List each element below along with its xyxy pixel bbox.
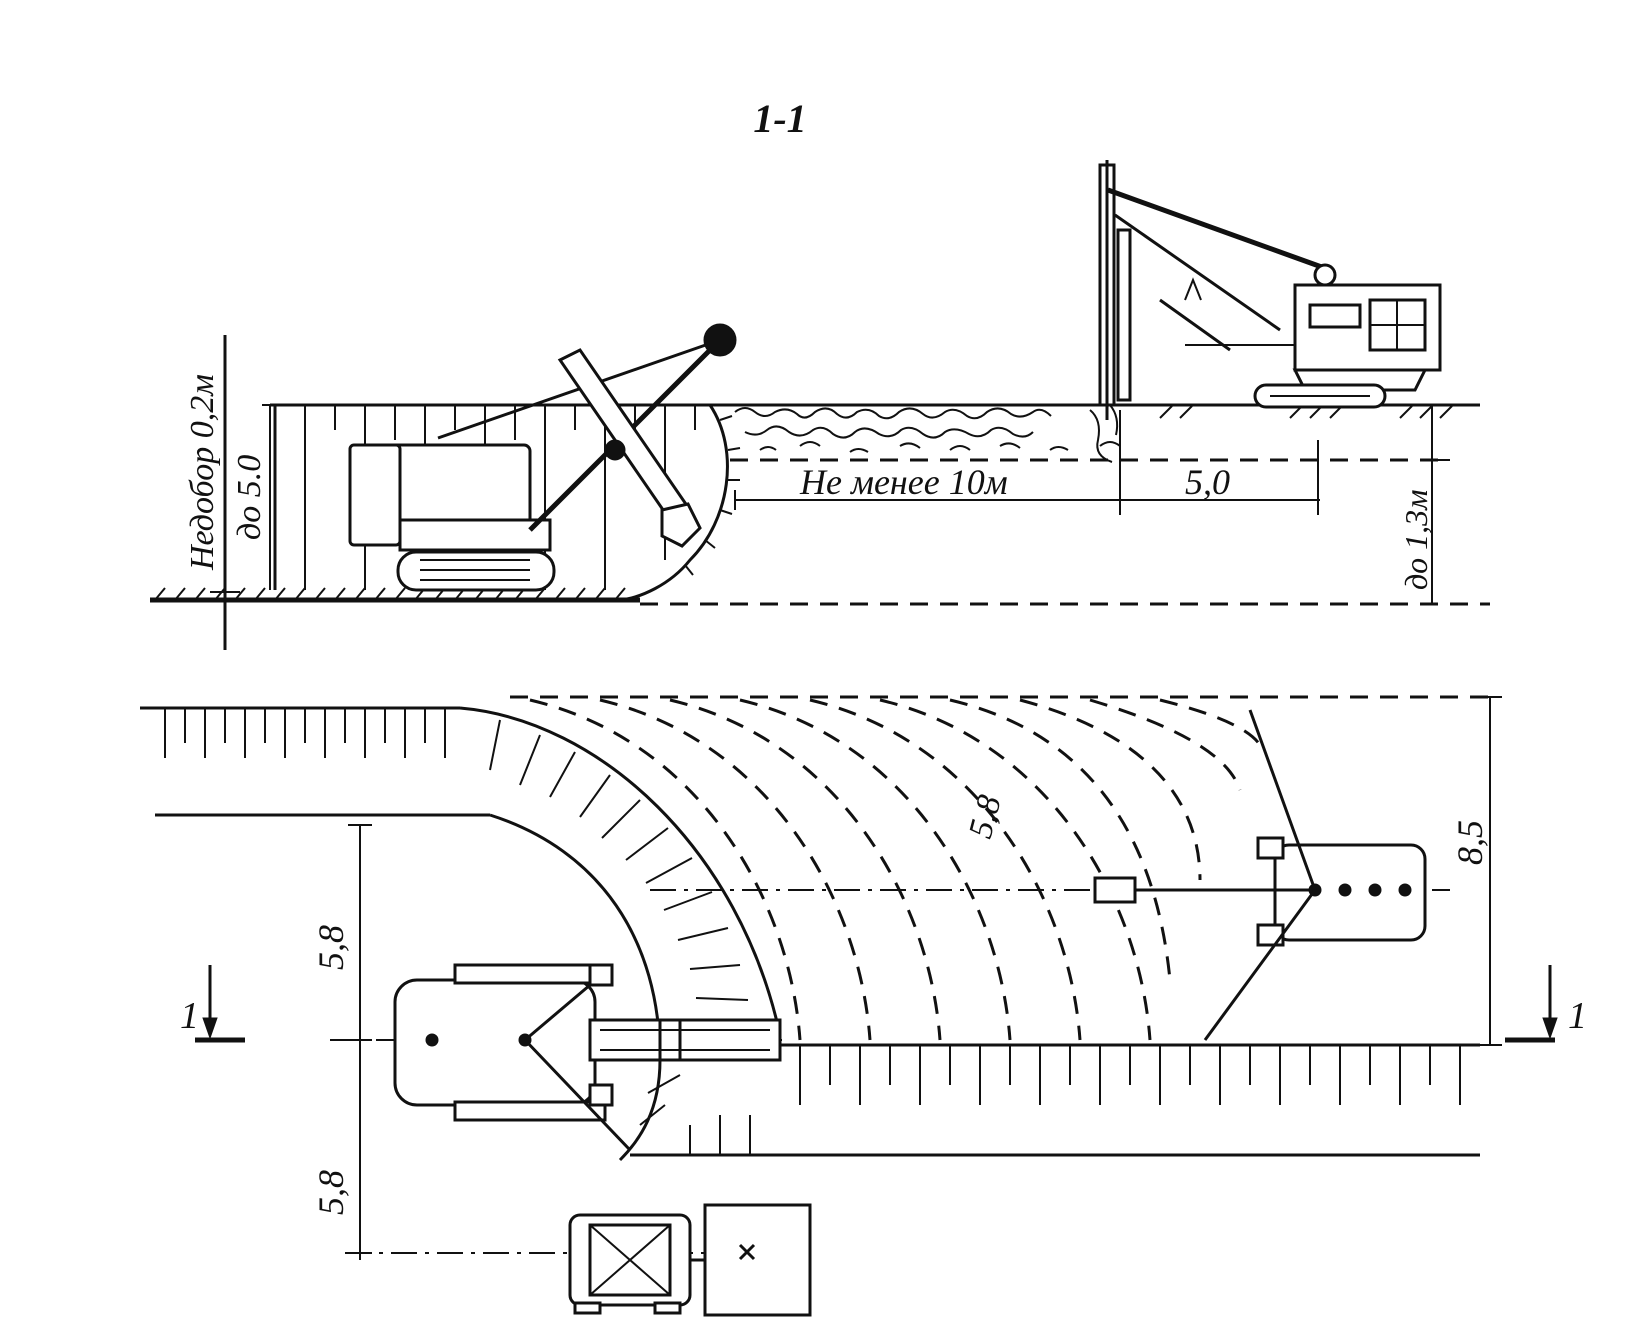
drilling-rig-side (1098, 160, 1442, 420)
section-marker-left: 1 (180, 965, 245, 1043)
underdig-label: Недобор 0,2м (184, 374, 221, 571)
section-view: Недобор 0,2м до 5.0 Не менее 10м 5,0 до … (150, 160, 1490, 650)
swing-arcs (529, 698, 1262, 1041)
section-title: 1-1 (753, 96, 806, 141)
upper-wall-hatching (164, 708, 446, 758)
depth-label: до 5.0 (231, 455, 268, 540)
excavator-side (348, 323, 737, 592)
ground-hatching-right (1159, 405, 1453, 419)
blast-depth-label: до 1,3м (1398, 489, 1434, 590)
cut-arc-inner (489, 813, 662, 1162)
plan-view: 5,8 5,8 5,8 8,5 1 (140, 695, 1587, 1317)
excavator-plan (393, 963, 782, 1152)
lower-wall-hatching (689, 1045, 1461, 1155)
offset-label: 5,0 (1185, 462, 1230, 502)
dump-truck-plan (568, 1203, 812, 1317)
drill-rig-plan (1093, 709, 1427, 1041)
section-marker-right: 1 (1505, 965, 1587, 1043)
loosened-rock (734, 404, 1121, 463)
width-label: 8,5 (1450, 820, 1490, 865)
pit-bottom-hatching (154, 587, 626, 601)
svg-text:1: 1 (180, 995, 199, 1037)
radius-upper-label: 5,8 (311, 925, 351, 970)
radius-lower-label: 5,8 (311, 1170, 351, 1215)
cut-arc-outer (459, 706, 782, 1036)
cut-face (619, 404, 729, 602)
svg-text:1: 1 (1568, 995, 1587, 1037)
radius-dig-label: 5,8 (962, 791, 1009, 842)
min-distance-label: Не менее 10м (799, 462, 1008, 502)
